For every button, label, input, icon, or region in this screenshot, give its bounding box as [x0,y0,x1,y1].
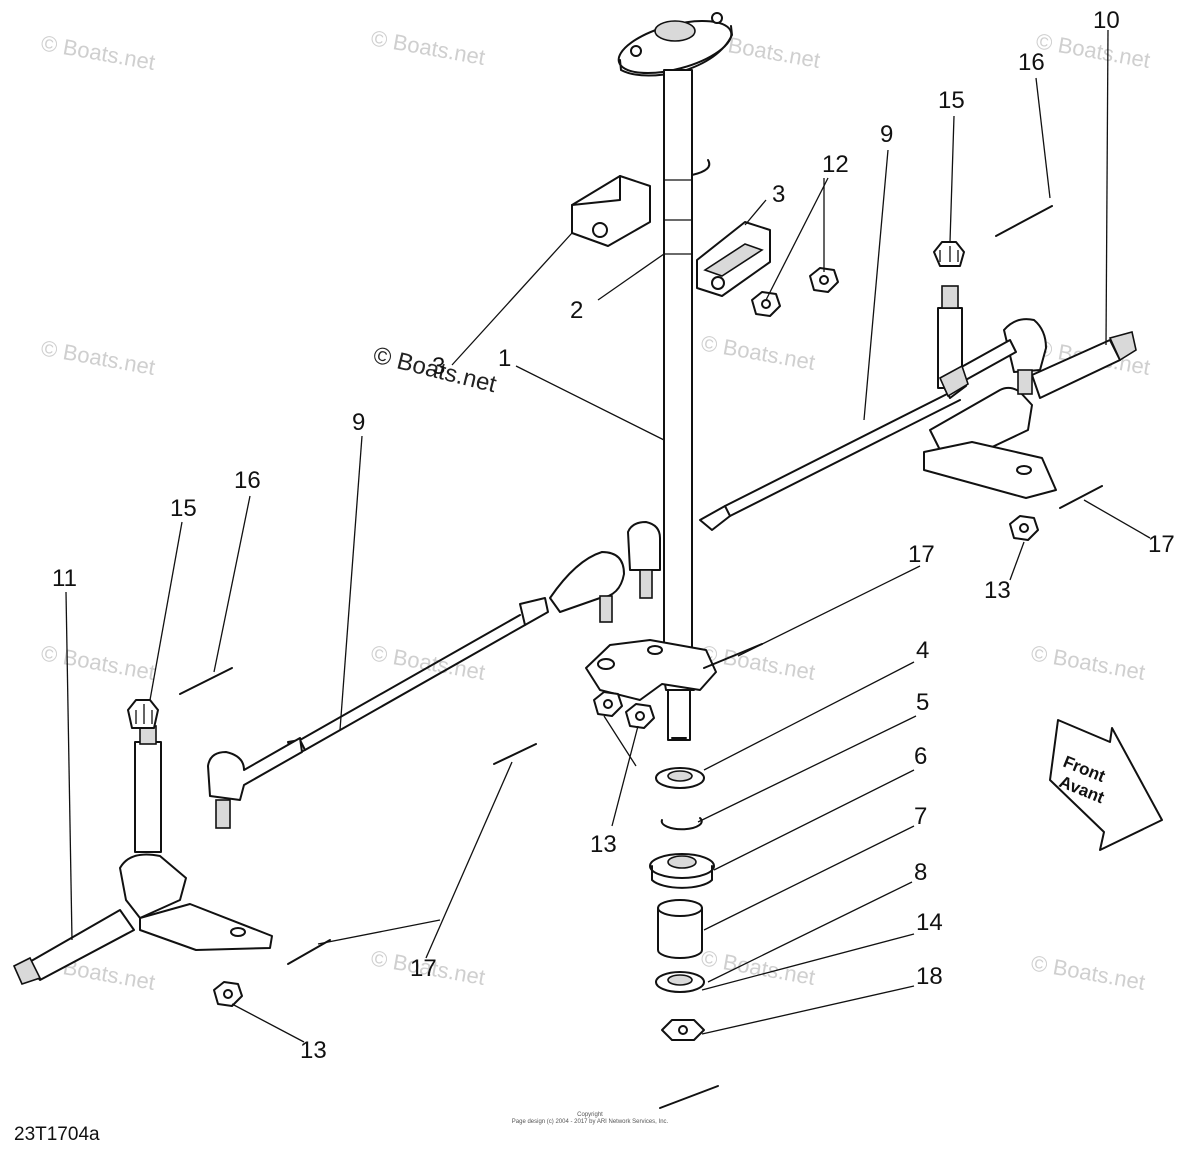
watermark-text: © Boats.net [39,335,157,380]
spindle-right [923,285,1137,499]
callout-label: 3 [432,353,445,380]
shaft-clamp-left [571,175,651,247]
watermark-text: © Boats.net [699,330,817,375]
washer-stack [649,767,715,1041]
callout-label: 13 [984,577,1011,604]
watermark-text: © Boats.net [1034,28,1152,73]
leader-lines [65,29,1151,1043]
callout-label: 17 [908,541,935,568]
watermark-text: © Boats.net [369,640,487,685]
flange-nut [213,515,1039,1007]
callout-label: 5 [916,689,929,716]
castle-nut-left [127,699,159,729]
copyright-line: Copyright [577,1112,603,1118]
callout-label: 10 [1093,7,1120,34]
callout-label: 8 [914,859,927,886]
callout-label: 4 [916,637,929,664]
steering-shaft [617,12,733,741]
bearing-housing [585,639,717,701]
callout-label: 14 [916,909,943,936]
front-direction-arrow: Front Avant [1049,719,1163,851]
cotter-pins [179,205,1103,1109]
callout-label: 3 [772,181,785,208]
watermark-text: © Boats.net [699,945,817,990]
callout-label: 9 [880,121,893,148]
callout-label: 9 [352,409,365,436]
copyright-notice: Copyright Page design (c) 2004 - 2017 by… [470,1112,710,1126]
callout-label: 13 [300,1037,327,1064]
callout-label: 15 [938,87,965,114]
watermark-text: © Boats.net [39,640,157,685]
callout-label: 12 [822,151,849,178]
watermark-text: © Boats.net [39,30,157,75]
callout-label: 2 [570,297,583,324]
watermark-text: © Boats.net [1029,640,1147,685]
shaft-clamp-right [696,221,771,297]
diagram-code: 23T1704a [14,1124,100,1145]
watermark-text: © Boats.net [1029,950,1147,995]
callout-label: 11 [52,565,77,592]
castle-nut-right [933,241,965,267]
callout-label: 15 [170,495,197,522]
callout-label: 17 [1148,531,1175,558]
tie-rod-end [207,521,661,829]
callout-label: 16 [1018,49,1045,76]
nut-12 [751,267,839,317]
callout-label: 6 [914,743,927,770]
callout-label: 7 [914,803,927,830]
watermark-text: © Boats.net [369,25,487,70]
callout-label: 13 [590,831,617,858]
callout-label: 16 [234,467,261,494]
callout-label: 1 [498,345,511,372]
tie-rod-lower [287,597,549,757]
callout-label: 18 [916,963,943,990]
callout-label: 17 [410,955,437,982]
spindle-left [12,725,273,985]
copyright-line: Page design (c) 2004 - 2017 by ARI Netwo… [511,1119,669,1125]
callouts: 1 2 3 3 4 5 6 7 8 9 9 10 11 12 13 13 13 … [52,7,1175,1064]
